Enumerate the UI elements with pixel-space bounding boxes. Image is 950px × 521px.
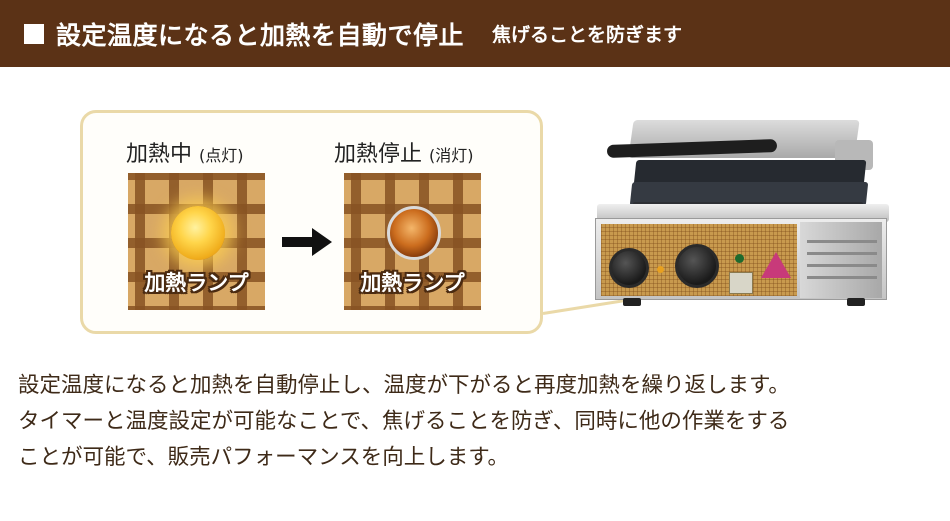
lamp-unlit-icon	[387, 206, 441, 260]
machine-rim	[597, 204, 889, 222]
description-line: タイマーと温度設定が可能なことで、焦げることを防ぎ、同時に他の作業をする	[18, 409, 790, 434]
description-line: 設定温度になると加熱を自動停止し、温度が下がると再度加熱を繰り返します。	[18, 373, 790, 398]
heating-off-note: (消灯)	[429, 146, 474, 165]
heating-on-note: (点灯)	[199, 146, 244, 165]
description-line: ことが可能で、販売パフォーマンスを向上します。	[18, 445, 510, 470]
machine-vent	[807, 240, 877, 243]
machine-foot	[623, 298, 641, 306]
machine-vent	[807, 252, 877, 255]
machine-vent	[807, 276, 877, 279]
header-banner: 設定温度になると加熱を自動で停止 焦げることを防ぎます	[0, 0, 950, 67]
machine-vent	[807, 264, 877, 267]
machine-foot	[847, 298, 865, 306]
heating-off-label: 加熱停止	[334, 142, 423, 167]
waffle-machine-photo	[595, 112, 895, 322]
temperature-knob	[675, 244, 719, 288]
lamp-lit-icon	[171, 206, 225, 260]
heating-off-image: 加熱ランプ	[344, 173, 481, 310]
timer-knob	[609, 248, 649, 288]
heating-on-heading: 加熱中 (点灯)	[126, 136, 244, 168]
arrow-right-icon	[282, 228, 332, 256]
square-bullet-icon	[24, 23, 44, 44]
heating-on-image: 加熱ランプ	[128, 173, 265, 310]
header-subtitle: 焦げることを防ぎます	[492, 24, 683, 46]
lamp-off-caption: 加熱ランプ	[360, 271, 465, 295]
lamp-on-caption: 加熱ランプ	[144, 271, 249, 295]
header-title: 設定温度になると加熱を自動で停止	[56, 20, 465, 50]
heating-on-label: 加熱中	[126, 142, 193, 167]
machine-side	[800, 222, 882, 298]
power-indicator	[735, 254, 744, 263]
heating-lamp-indicator	[657, 266, 664, 273]
description-text: 設定温度になると加熱を自動停止し、温度が下がると再度加熱を繰り返します。 タイマ…	[18, 368, 948, 476]
power-switch	[729, 272, 753, 294]
heating-off-heading: 加熱停止 (消灯)	[334, 136, 474, 168]
